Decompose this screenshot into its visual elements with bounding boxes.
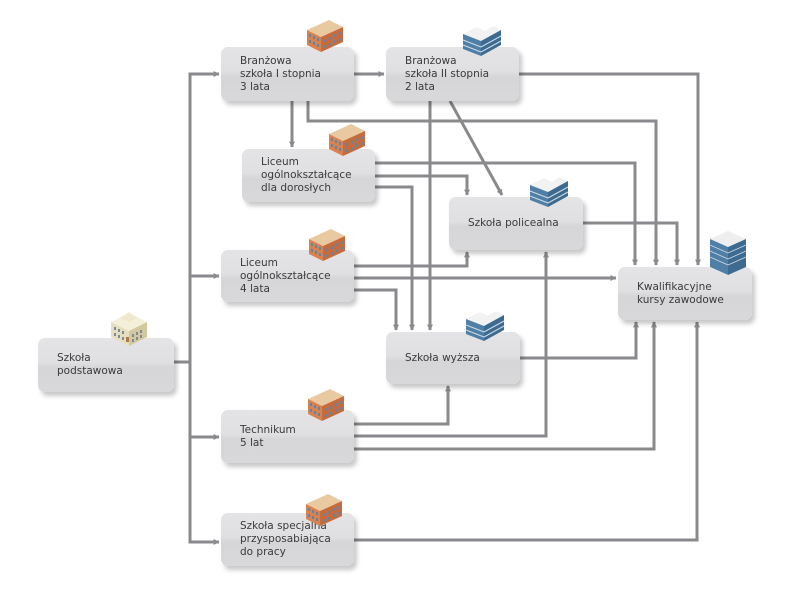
node-label: Technikum 5 lat (240, 423, 296, 449)
edge-podstawowa-to-branzowa1 (174, 71, 220, 364)
edge-podstawowa-to-specjalna (188, 437, 220, 545)
edge-branzowa1-to-kursy (306, 101, 659, 266)
node-label: Liceum ogólnokształcące 4 lata (240, 256, 331, 295)
edge-specjalna-to-kursy (354, 321, 700, 542)
node-szkola-specjalna: Szkoła specjalna przysposabiająca do pra… (221, 513, 354, 566)
node-technikum: Technikum 5 lat (221, 410, 354, 463)
node-label: Szkoła wyższa (405, 351, 480, 364)
edge-liceum4-to-policealna (354, 251, 470, 268)
brick-school-building-icon (306, 494, 342, 526)
node-branzowa-szkola-1-stopnia: Branżowa szkoła I stopnia 3 lata (221, 47, 354, 101)
node-label: Branżowa szkoła II stopnia 2 lata (405, 54, 490, 93)
glass-tower-building-icon (709, 231, 747, 277)
edge-technikum-to-wyzsza (354, 385, 451, 426)
node-kwalifikacyjne-kursy-zawodowe: Kwalifikacyjne kursy zawodowe (618, 267, 752, 320)
edge-technikum-to-kursy (354, 321, 657, 451)
node-liceum-4-lata: Liceum ogólnokształcące 4 lata (221, 250, 354, 302)
edge-liceum_dorosli-to-wyzsza (375, 185, 415, 331)
node-label: Szkoła podstawowa (57, 352, 123, 377)
node-label: Szkoła policealna (468, 217, 559, 229)
brick-school-building-icon (329, 124, 365, 156)
node-liceum-dla-doroslych: Liceum ogólnokształcące dla dorosłych (242, 149, 375, 202)
glass-office-building-icon (465, 311, 505, 341)
node-branzowa-szkola-2-stopnia: Branżowa szkoła II stopnia 2 lata (386, 47, 519, 101)
node-label: Kwalifikacyjne kursy zawodowe (637, 280, 724, 306)
brick-school-building-icon (309, 229, 345, 261)
edge-liceum_dorosli-to-kursy (375, 161, 638, 266)
edge-policealna-to-kursy (583, 221, 680, 266)
glass-office-building-icon (529, 177, 569, 207)
node-szkola-policealna: Szkoła policealna (449, 197, 583, 250)
node-szkola-podstawowa: Szkoła podstawowa (38, 338, 174, 392)
edge-liceum4-to-wyzsza (354, 288, 399, 331)
edge-podstawowa-to-technikum (188, 362, 220, 440)
node-label: Liceum ogólnokształcące dla dorosłych (261, 156, 352, 194)
edge-technikum-to-policealna (354, 251, 549, 438)
edge-liceum_dorosli-to-policealna (375, 174, 470, 196)
classic-school-building-icon (111, 312, 147, 346)
glass-office-building-icon (462, 26, 502, 56)
brick-school-building-icon (307, 20, 343, 52)
node-label: Branżowa szkoła I stopnia 3 lata (240, 54, 321, 93)
edge-branzowa2-to-kursy (519, 72, 701, 266)
edge-wyzsza-to-kursy (520, 321, 639, 360)
edge-branzowa2-to-policealna (448, 100, 504, 196)
node-szkola-wyzsza: Szkoła wyższa (386, 332, 520, 384)
brick-school-building-icon (308, 389, 344, 421)
